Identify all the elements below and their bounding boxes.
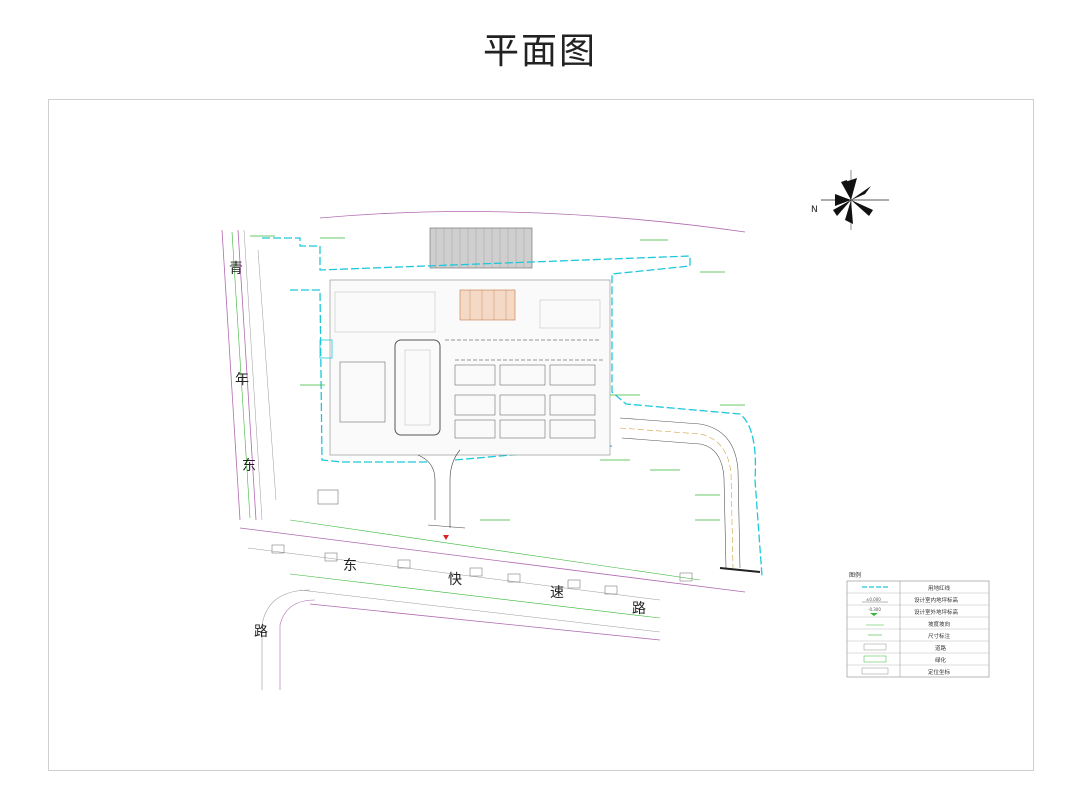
legend-label-outdoor: 设计室外地坪标高 [914,608,959,616]
qingnian-road [221,229,277,521]
road-label-qing: 青 [229,261,243,277]
legend-green-symbol [863,655,887,663]
legend-label-dimension: 尺寸标注 [928,632,951,640]
road-label-lu-2: 路 [254,624,268,640]
legend: 图例 ±0.000 -0.300 用地红线 设计室内地坪标高 设计室外地坪标高 … [846,571,990,678]
compass-icon [821,170,889,230]
legend-label-road: 道路 [935,644,947,652]
legend-label-green: 绿化 [935,656,947,664]
entrance-marker [443,535,449,540]
page-title: 平面图 [482,31,597,72]
legend-outdoor-marker [870,613,878,616]
legend-symbol-outdoor: -0.300 [868,607,881,612]
east-access-road [619,417,761,573]
road-label-lu-1: 路 [632,601,646,617]
greenery-annotations [250,235,745,521]
east-expressway [239,519,746,690]
road-label-nian: 年 [235,372,249,388]
legend-label-slope: 坡度坡向 [928,620,950,628]
entrance-road [417,449,466,529]
site-yard [317,279,611,505]
road-label-su: 速 [550,585,564,601]
road-label-dong-2: 东 [343,558,357,574]
expressway-markers [271,544,693,595]
legend-symbol-indoor: ±0.000 [866,597,881,602]
legend-label-indoor: 设计室内地坪标高 [914,596,959,604]
legend-label-coordinate: 定位坐标 [928,668,951,676]
legend-road-symbol [863,643,887,651]
legend-coordinate-symbol [861,667,889,675]
road-label-dong-1: 东 [242,458,256,474]
compass-north-label: N [811,205,818,215]
north-building [429,227,533,269]
legend-title: 图例 [849,571,861,579]
road-label-kuai: 快 [448,572,462,588]
legend-label-boundary: 用地红线 [928,584,951,592]
